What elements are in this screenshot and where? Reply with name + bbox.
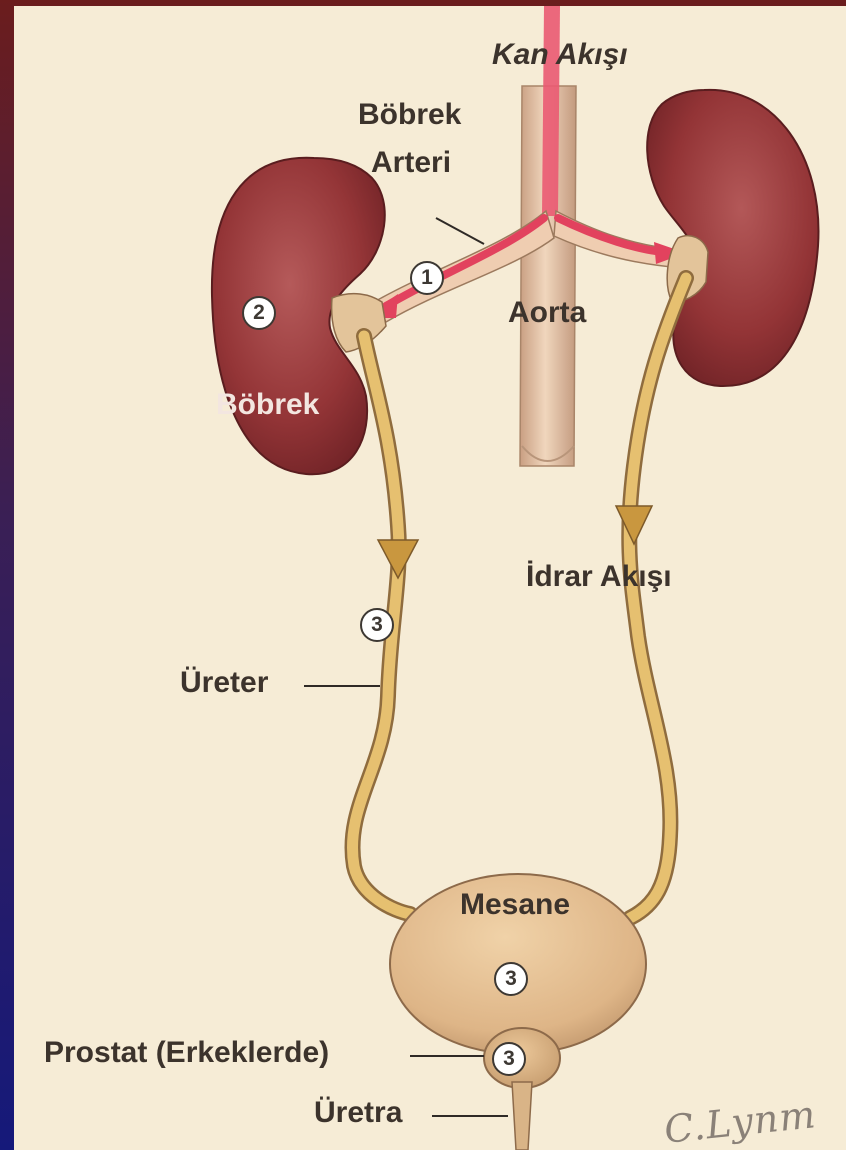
marker-renal-artery: 1 bbox=[410, 261, 444, 295]
label-renal-artery-line2: Arteri bbox=[371, 146, 451, 180]
label-urethra: Üretra bbox=[314, 1096, 402, 1130]
urethra bbox=[512, 1082, 532, 1150]
label-ureter: Üreter bbox=[180, 666, 268, 700]
urine-flow-arrow-left bbox=[378, 540, 418, 578]
label-bladder: Mesane bbox=[460, 888, 570, 922]
label-aorta: Aorta bbox=[508, 296, 586, 330]
kidney-right bbox=[647, 90, 818, 386]
marker-prostate: 3 bbox=[492, 1042, 526, 1076]
label-renal-artery-line1: Böbrek bbox=[358, 98, 461, 132]
diagram-panel: Kan Akışı Böbrek Arteri Aorta Böbrek İdr… bbox=[14, 6, 846, 1150]
marker-ureter: 3 bbox=[360, 608, 394, 642]
label-blood-flow: Kan Akışı bbox=[492, 38, 628, 72]
label-prostate: Prostat (Erkeklerde) bbox=[44, 1036, 329, 1070]
marker-bladder: 3 bbox=[494, 962, 528, 996]
marker-kidney: 2 bbox=[242, 296, 276, 330]
label-kidney: Böbrek bbox=[216, 388, 319, 422]
label-urine-flow: İdrar Akışı bbox=[526, 560, 672, 594]
leader-renal-artery bbox=[436, 218, 484, 244]
